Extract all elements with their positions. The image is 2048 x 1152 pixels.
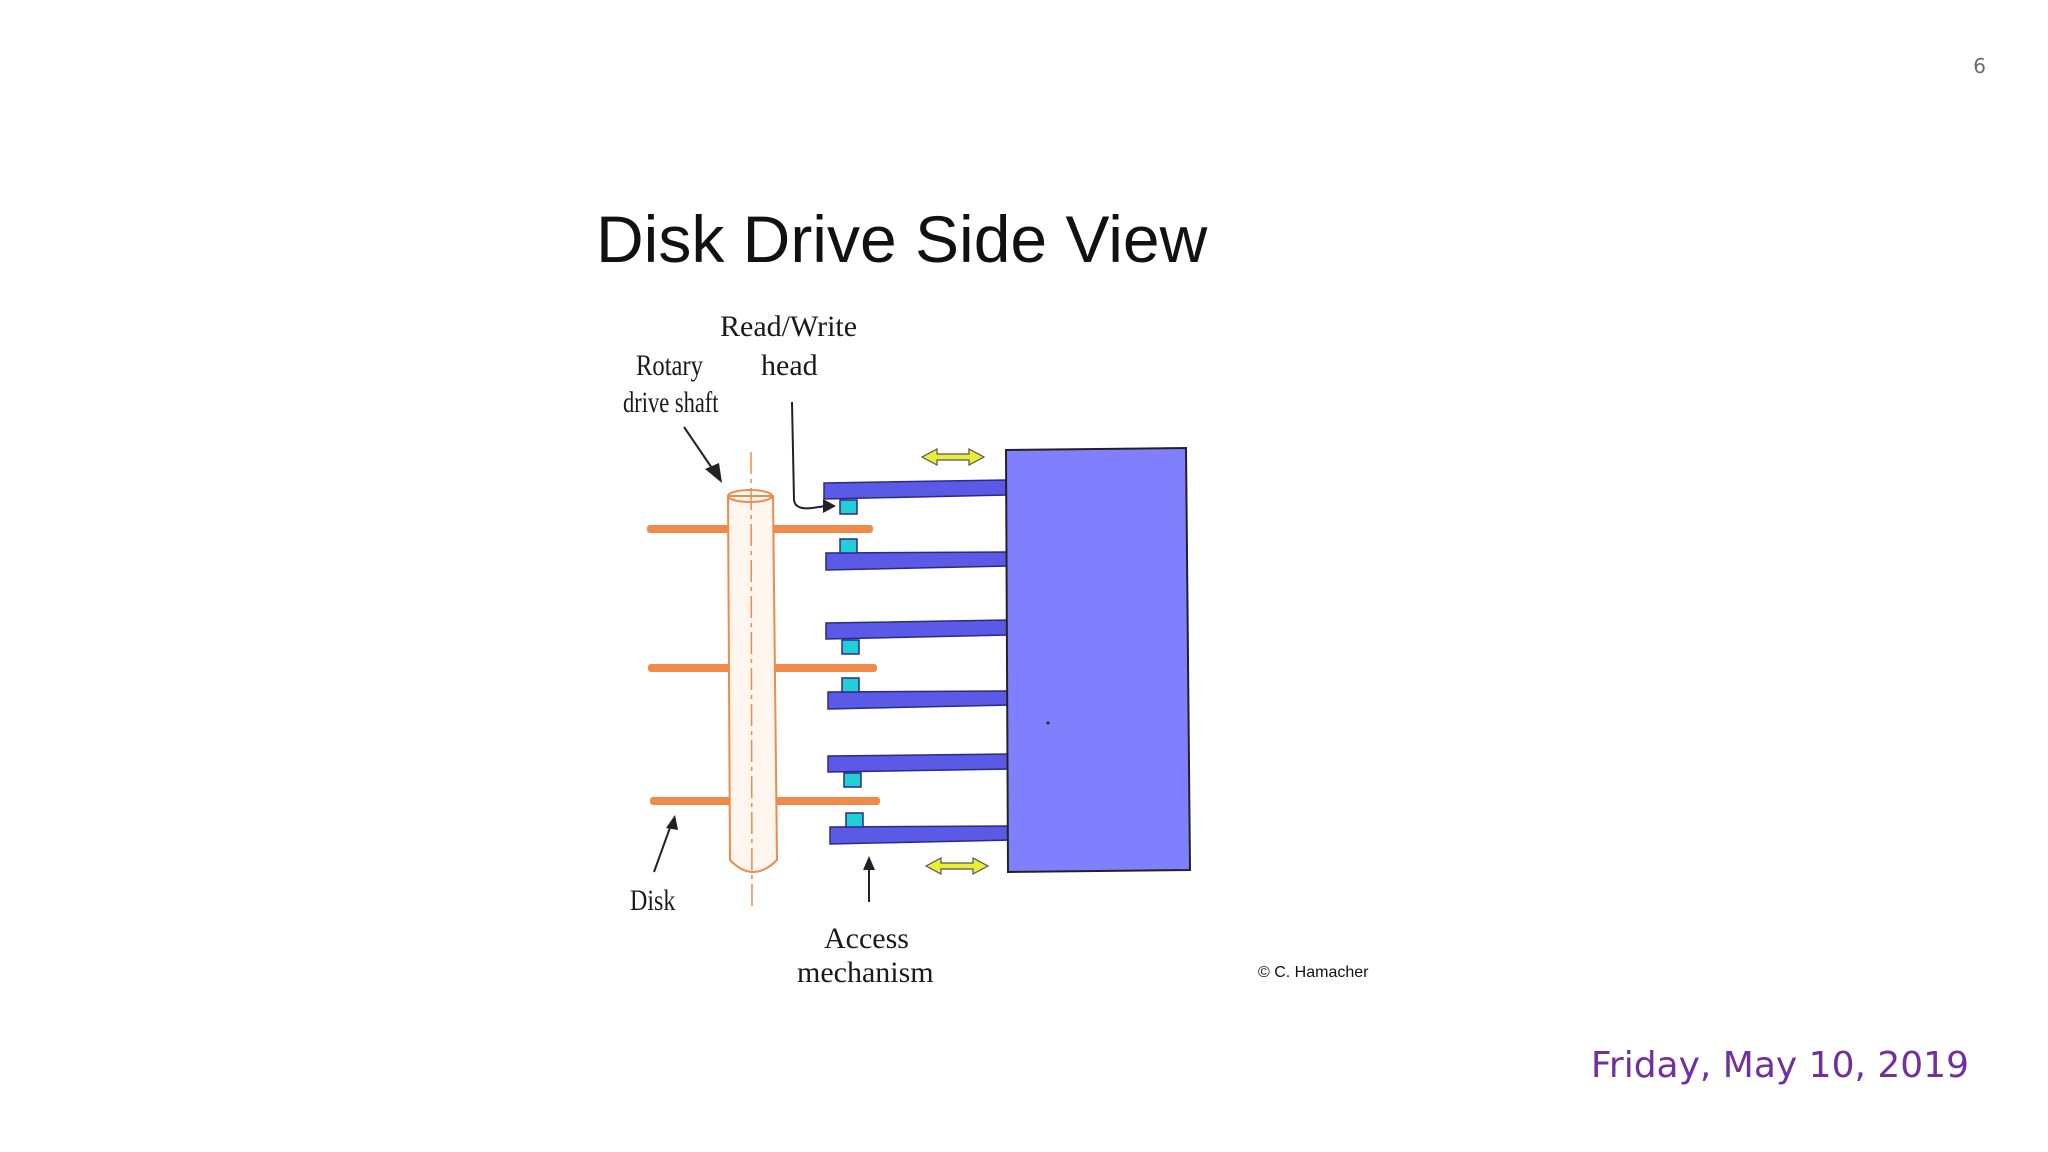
shaft-label-line1: Rotary [636, 349, 703, 382]
read-write-head-4 [841, 677, 860, 693]
access-arm-3 [825, 619, 1009, 640]
disk-label: Disk [630, 883, 676, 916]
rw-head-arrowhead [823, 499, 836, 513]
drive-shaft-top [727, 489, 773, 503]
slide-number: 6 [1973, 54, 1986, 78]
read-write-head-3 [841, 639, 860, 655]
actuator-block [1004, 446, 1192, 874]
access-arrowhead [863, 856, 875, 870]
movement-arrow-top [920, 448, 986, 466]
drive-shaft-body [726, 495, 779, 873]
access-arm-5 [827, 753, 1011, 773]
leader-arrowheads [666, 463, 875, 870]
rw-head-label-line1: Read/Write [720, 310, 857, 343]
access-arm-1 [823, 479, 1007, 500]
leader-lines [653, 401, 870, 902]
drive-shaft-centerline [750, 451, 753, 907]
access-arm-4 [827, 690, 1011, 710]
access-label-line1: Access [824, 922, 909, 955]
movement-arrows [920, 448, 990, 875]
read-write-head-5 [843, 772, 862, 788]
access-arm-6 [829, 825, 1013, 845]
shaft-leader-line [683, 426, 717, 475]
diagram-title: Disk Drive Side View [596, 202, 1208, 276]
access-label-line2: mechanism [797, 956, 934, 989]
movement-arrow-bottom [924, 857, 990, 875]
actuator-block-dot [1046, 721, 1050, 725]
access-arms [823, 479, 1013, 845]
access-arm-2 [825, 551, 1009, 571]
read-write-heads [839, 499, 864, 828]
drive-shaft [726, 451, 779, 907]
shaft-label-line2: drive shaft [623, 385, 719, 419]
disk-leader-line [653, 821, 673, 873]
credit-label: © C. Hamacher [1258, 964, 1369, 981]
disk-arrowhead [666, 815, 678, 830]
rw-head-leader-line [791, 401, 827, 510]
read-write-head-1 [839, 499, 858, 515]
read-write-head-6 [845, 812, 864, 828]
slide-date: Friday, May 10, 2019 [1590, 1045, 1969, 1086]
read-write-head-2 [839, 538, 858, 554]
shaft-arrowhead [705, 463, 722, 483]
rw-head-label-line2: head [761, 349, 818, 382]
